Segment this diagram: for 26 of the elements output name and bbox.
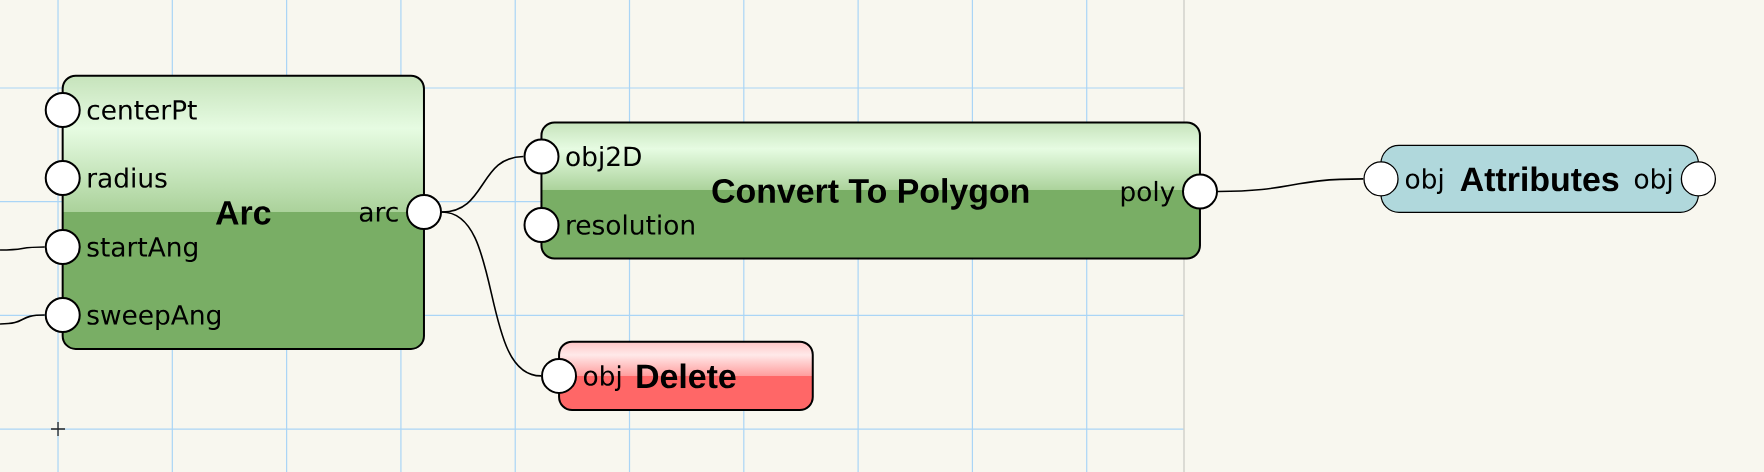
connector <box>441 211 542 377</box>
port-label: obj <box>1634 168 1672 194</box>
port-circle <box>44 229 81 265</box>
port-circle <box>523 207 560 243</box>
port-label: arc <box>359 206 398 222</box>
connector <box>1217 178 1365 193</box>
port-label: resolution <box>567 214 694 235</box>
port-circle <box>44 92 81 128</box>
connector <box>0 246 46 251</box>
port-circle <box>1363 161 1399 197</box>
port-label: obj <box>583 365 621 391</box>
port-circle <box>1680 161 1717 197</box>
port-circle <box>523 138 560 175</box>
port-label: radius <box>88 167 167 188</box>
port-label: sweepAng <box>87 305 220 330</box>
port-circle <box>44 160 81 196</box>
port-circle <box>44 297 81 333</box>
port-label: obj <box>1405 168 1443 194</box>
port-label: poly <box>1121 180 1175 207</box>
port-label: startAng <box>87 237 197 262</box>
connector <box>0 314 46 325</box>
port-circle <box>1182 173 1218 210</box>
port-circle <box>406 194 442 230</box>
port-label: obj2D <box>566 145 641 172</box>
port-label: centerPt <box>87 100 197 120</box>
port-circle <box>541 357 577 394</box>
